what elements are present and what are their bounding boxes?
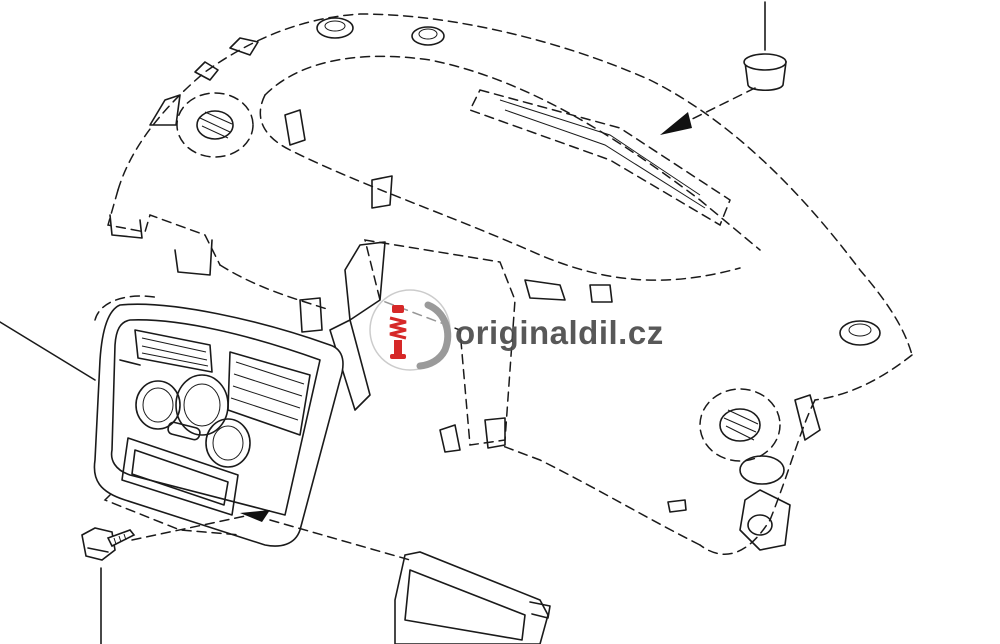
center-instrument-bezel	[93, 295, 344, 547]
shock-absorber-logo-icon	[369, 289, 452, 371]
arrow-to-dashboard	[660, 112, 692, 135]
storage-tray	[394, 551, 551, 644]
clip-cap	[743, 1, 787, 92]
arrow-to-bezel	[240, 510, 270, 522]
leader-lines	[0, 87, 756, 561]
screw	[81, 527, 136, 644]
dashboard-panel	[107, 13, 913, 555]
watermark-text: originaldil.cz	[455, 314, 664, 351]
